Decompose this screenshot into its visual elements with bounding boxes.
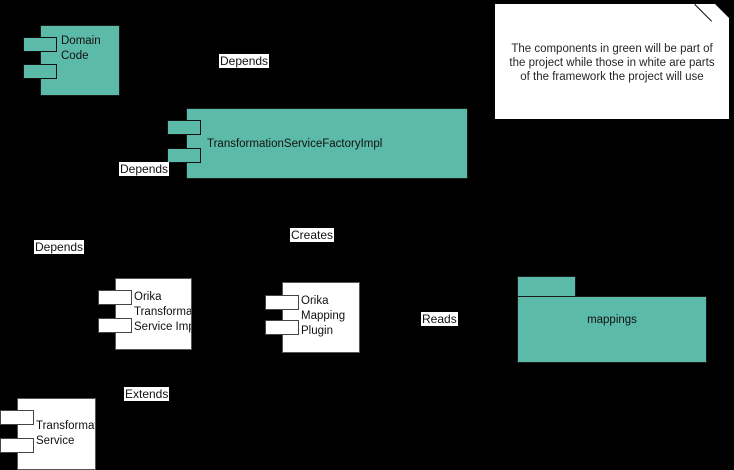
artifact-mappings-tab (517, 276, 576, 297)
edge-label-extends: Extends (124, 387, 170, 401)
component-orika-mapping-plugin-label: Orika Mapping Plugin (301, 295, 346, 337)
component-transformation-service-label: Transformation Service (36, 420, 95, 447)
component-orika-transformation-service-impl-port-bottom (98, 318, 132, 333)
component-orika-mapping-plugin[interactable]: Orika Mapping Plugin (282, 282, 360, 353)
note-fold-icon (694, 0, 729, 22)
component-orika-mapping-plugin-port-bottom (265, 320, 299, 335)
component-domain-code-label: Domain Code (61, 35, 101, 62)
edge-label-depends-top: Depends (219, 54, 270, 68)
edge-label-reads: Reads (421, 312, 458, 326)
component-transformation-service-factory-impl-port-top (167, 120, 201, 135)
component-domain-code[interactable]: Domain Code (40, 25, 120, 96)
diagram-note: The components in green will be part of … (494, 3, 730, 120)
component-orika-mapping-plugin-port-top (265, 295, 299, 310)
component-transformation-service[interactable]: Transformation Service (17, 398, 96, 470)
component-transformation-service-factory-impl-port-bottom (167, 148, 201, 163)
diagram-note-text: The components in green will be part of … (509, 43, 715, 83)
component-transformation-service-factory-impl[interactable]: TransformationServiceFactoryImpl (186, 108, 468, 179)
component-orika-transformation-service-impl[interactable]: Orika Transformation Service Impl (115, 278, 192, 350)
component-domain-code-port-bottom (23, 64, 57, 79)
artifact-mappings-label: mappings (587, 314, 637, 326)
component-domain-code-port-top (23, 37, 57, 52)
component-orika-transformation-service-impl-label: Orika Transformation Service Impl (134, 291, 192, 333)
edge-label-creates: Creates (290, 228, 335, 242)
component-transformation-service-port-bottom (0, 438, 34, 453)
component-transformation-service-factory-impl-label: TransformationServiceFactoryImpl (207, 138, 383, 150)
component-orika-transformation-service-impl-port-top (98, 290, 132, 305)
edge-label-depends-factory: Depends (119, 162, 170, 176)
component-transformation-service-port-top (0, 410, 34, 425)
edge-label-depends-left: Depends (34, 240, 85, 254)
artifact-mappings[interactable]: mappings (517, 296, 707, 363)
